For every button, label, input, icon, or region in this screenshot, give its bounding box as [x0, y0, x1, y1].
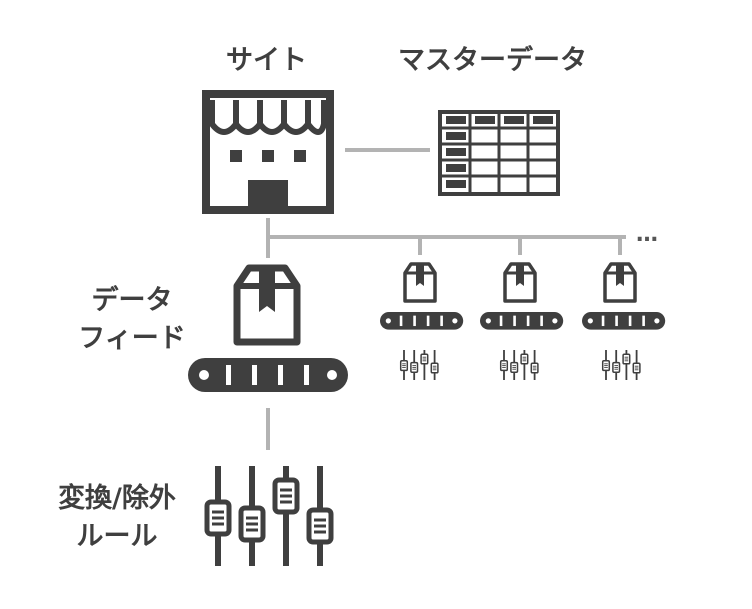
rules-label-line2: ルール: [76, 521, 158, 552]
sliders-icon: [207, 466, 331, 566]
conveyor-belt-icon: [188, 358, 348, 392]
feed-group-1: [380, 262, 464, 380]
spreadsheet-icon: [438, 110, 560, 196]
conveyor-belt-icon: [380, 312, 464, 330]
rules-label-line1: 変換/除外: [58, 483, 176, 514]
sliders-icon: [501, 350, 538, 380]
site-label: サイト: [226, 45, 307, 76]
feed-group-3: [582, 262, 666, 380]
sliders-icon: [603, 350, 640, 380]
package-icon: [503, 262, 537, 303]
conveyor-belt-icon: [480, 312, 564, 330]
package-icon: [403, 262, 437, 303]
rules-label: 変換/除外 ルール: [52, 480, 182, 556]
data-feed-label-line1: データ: [91, 285, 173, 316]
store-icon: [202, 90, 334, 214]
feed-group-2: [480, 262, 564, 380]
data-feed-label: データ フィード: [52, 282, 212, 358]
master-data-label: マスターデータ: [398, 45, 587, 76]
connectors: [266, 148, 626, 450]
package-icon: [237, 268, 297, 342]
package-icon: [603, 262, 637, 303]
more-ellipsis: …: [636, 222, 658, 247]
sliders-icon: [401, 350, 438, 380]
conveyor-belt-icon: [582, 312, 666, 330]
data-feed-label-line2: フィード: [78, 323, 186, 354]
